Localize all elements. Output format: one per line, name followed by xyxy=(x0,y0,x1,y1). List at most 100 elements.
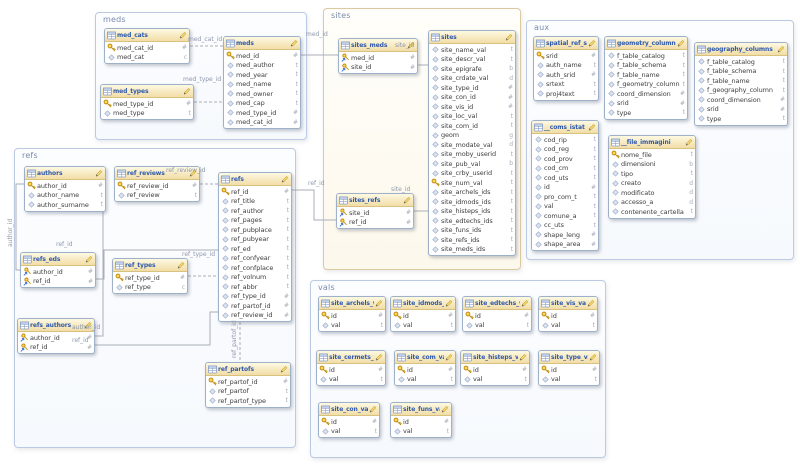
column-row[interactable]: ref_authort xyxy=(219,206,291,216)
table-sites_meds[interactable]: sites_medsmed_id#site_id# xyxy=(338,38,418,74)
column-row[interactable]: valt xyxy=(461,375,529,385)
column-row[interactable]: ref_confyeart xyxy=(219,254,291,264)
table-header[interactable]: sites_meds xyxy=(339,39,417,52)
table-header[interactable]: __file_immagini xyxy=(609,136,695,149)
column-row[interactable]: f_geography_columnt xyxy=(695,86,787,96)
column-row[interactable]: site_pub_valb xyxy=(429,159,515,169)
column-row[interactable]: nome_filet xyxy=(609,150,695,160)
column-row[interactable]: ref_review_id# xyxy=(115,181,199,191)
column-row[interactable]: f_table_schemat xyxy=(605,61,687,71)
table-header[interactable]: refs_authors xyxy=(18,319,94,332)
column-row[interactable]: cod_regt xyxy=(532,145,598,155)
column-row[interactable]: valt xyxy=(463,321,531,331)
column-row[interactable]: id# xyxy=(461,365,529,375)
column-row[interactable]: id# xyxy=(395,365,455,375)
column-row[interactable]: ref_id# xyxy=(337,218,413,228)
column-row[interactable]: contenente_cartellat xyxy=(609,207,695,217)
table-ref_partofs[interactable]: ref_partofsref_partof_id#ref_partoftref_… xyxy=(205,362,291,408)
column-row[interactable]: valt xyxy=(539,375,599,385)
column-row[interactable]: site_crby_useridt xyxy=(429,169,515,179)
column-row[interactable]: site_idmods_idst xyxy=(429,197,515,207)
table-site_histeps_vals[interactable]: site_histeps_valsid#valt xyxy=(460,350,530,386)
column-row[interactable]: comune_at xyxy=(532,211,598,221)
column-row[interactable]: author_surnamet xyxy=(25,200,105,210)
column-row[interactable]: ref_typec xyxy=(113,283,187,293)
table-refs[interactable]: refsref_id#ref_titletref_authortref_page… xyxy=(218,172,292,322)
column-row[interactable]: ref_confplacet xyxy=(219,263,291,273)
column-row[interactable]: f_table_catalogt xyxy=(605,51,687,61)
column-row[interactable]: site_type_id# xyxy=(429,83,515,93)
column-row[interactable]: site_crdate_vald xyxy=(429,74,515,84)
column-row[interactable]: med_type_id# xyxy=(224,108,300,118)
column-row[interactable]: author_id# xyxy=(25,181,105,191)
table-site_funs_vals[interactable]: site_funs_valsid#valt xyxy=(390,402,452,438)
table-site_com_vals[interactable]: site_com_valsid#valt xyxy=(394,350,456,386)
column-row[interactable]: site_moby_useridt xyxy=(429,150,515,160)
column-row[interactable]: author_id# xyxy=(21,267,95,277)
column-row[interactable]: med_cat_id# xyxy=(224,118,300,128)
column-row[interactable]: id# xyxy=(463,311,531,321)
column-row[interactable]: creatod xyxy=(609,179,695,189)
table-header[interactable]: meds xyxy=(224,37,300,50)
column-row[interactable]: ref_partof_id# xyxy=(219,301,291,311)
column-row[interactable]: med_namet xyxy=(224,80,300,90)
column-row[interactable]: ref_abbrt xyxy=(219,282,291,292)
column-row[interactable]: id# xyxy=(532,183,598,193)
column-row[interactable]: site_name_valt xyxy=(429,45,515,55)
column-row[interactable]: med_type_id# xyxy=(101,99,193,109)
column-row[interactable]: ref_reviewt xyxy=(115,191,199,201)
column-row[interactable]: site_con_id# xyxy=(429,93,515,103)
column-row[interactable]: f_table_namet xyxy=(695,76,787,86)
table-header[interactable]: site_edtechs_vals xyxy=(463,297,531,310)
table-authors[interactable]: authorsauthor_id#author_nametauthor_surn… xyxy=(24,166,106,212)
column-row[interactable]: coord_dimension# xyxy=(695,95,787,105)
column-row[interactable]: ref_type_id# xyxy=(113,273,187,283)
column-row[interactable]: site_vis_id# xyxy=(429,102,515,112)
column-row[interactable]: id# xyxy=(539,311,597,321)
table-med_types[interactable]: med_typesmed_type_id#med_typet xyxy=(100,84,194,120)
table-header[interactable]: med_types xyxy=(101,85,193,98)
column-row[interactable]: med_cat_id# xyxy=(105,43,189,53)
table-header[interactable]: site_idmods_vals xyxy=(391,297,455,310)
table-site_idmods_vals[interactable]: site_idmods_valsid#valt xyxy=(390,296,456,332)
column-row[interactable]: site_epigrafeb xyxy=(429,64,515,74)
table-site_cermets_vals[interactable]: site_cermets_valsid#valt xyxy=(316,350,386,386)
column-row[interactable]: proj4textt xyxy=(534,89,598,99)
column-row[interactable]: valt xyxy=(319,321,385,331)
column-row[interactable]: f_table_catalogt xyxy=(695,57,787,67)
column-row[interactable]: site_descr_valt xyxy=(429,55,515,65)
column-row[interactable]: med_capt xyxy=(224,99,300,109)
table-header[interactable]: refs_eds xyxy=(21,253,95,266)
table-header[interactable]: site_com_vals xyxy=(395,351,455,364)
column-row[interactable]: modificatod xyxy=(609,188,695,198)
table-header[interactable]: geography_columns xyxy=(695,43,787,56)
column-row[interactable]: site_funs_idst xyxy=(429,226,515,236)
column-row[interactable]: valt xyxy=(391,427,451,437)
column-row[interactable]: pro_com_tt xyxy=(532,192,598,202)
table-header[interactable]: site_vis_vals xyxy=(539,297,597,310)
column-row[interactable]: med_catc xyxy=(105,53,189,63)
column-row[interactable]: ref_review_id# xyxy=(219,311,291,321)
column-row[interactable]: id# xyxy=(319,311,385,321)
column-row[interactable]: ref_pubyeart xyxy=(219,235,291,245)
column-row[interactable]: ref_partof_id# xyxy=(206,377,290,387)
table-header[interactable]: refs xyxy=(219,173,291,186)
column-row[interactable]: ref_pagest xyxy=(219,216,291,226)
column-row[interactable]: ref_id# xyxy=(21,277,95,287)
table-site_type_vals[interactable]: site_type_valsid#valt xyxy=(538,350,600,386)
table-header[interactable]: spatial_ref_sys xyxy=(534,37,598,50)
column-row[interactable]: id# xyxy=(319,417,379,427)
column-row[interactable]: shape_leng# xyxy=(532,230,598,240)
table-header[interactable]: site_histeps_vals xyxy=(461,351,529,364)
column-row[interactable]: site_loc_valt xyxy=(429,112,515,122)
column-row[interactable]: f_table_schemat xyxy=(695,67,787,77)
column-row[interactable]: med_yeart xyxy=(224,70,300,80)
table-site_edtechs_vals[interactable]: site_edtechs_valsid#valt xyxy=(462,296,532,332)
column-row[interactable]: med_id# xyxy=(339,53,417,63)
column-row[interactable]: shape_area# xyxy=(532,240,598,250)
column-row[interactable]: site_refs_idst xyxy=(429,235,515,245)
table-header[interactable]: ref_reviews xyxy=(115,167,199,180)
table-header[interactable]: site_archels_vals xyxy=(319,297,385,310)
column-row[interactable]: site_num_valt xyxy=(429,178,515,188)
column-row[interactable]: site_id# xyxy=(337,208,413,218)
